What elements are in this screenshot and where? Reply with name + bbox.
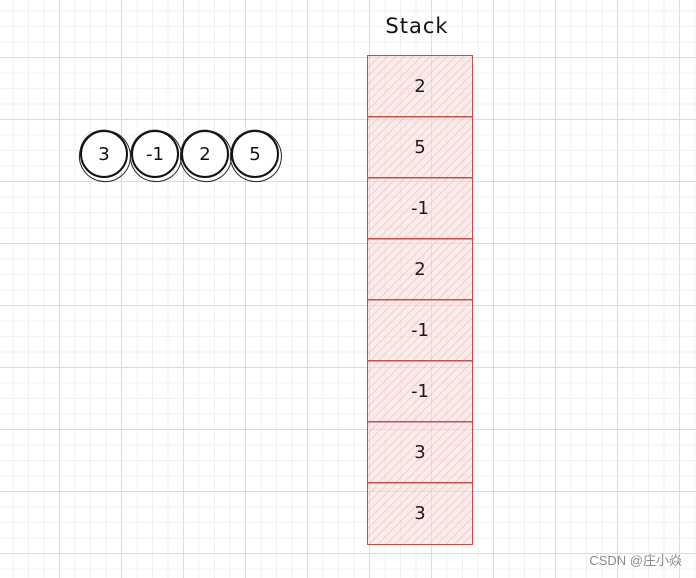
- stack-cell: 3: [367, 482, 473, 545]
- stack-cell: -1: [367, 360, 473, 423]
- stack-cell: 2: [367, 238, 473, 301]
- sequence-item: -1: [131, 130, 179, 178]
- stack-cell: 3: [367, 421, 473, 484]
- stack-title: Stack: [385, 14, 449, 38]
- stack-cell: -1: [367, 299, 473, 362]
- input-sequence: 3 -1 2 5: [80, 130, 290, 182]
- stack-cell: -1: [367, 177, 473, 240]
- stack: 2 5 -1 2 -1 -1 3 3: [367, 55, 473, 545]
- stack-cell: 2: [367, 55, 473, 118]
- sequence-item: 2: [181, 130, 229, 178]
- sequence-item: 3: [80, 130, 128, 178]
- watermark: CSDN @庄小焱: [589, 553, 682, 568]
- sequence-item: 5: [231, 130, 279, 178]
- stack-cell: 5: [367, 116, 473, 179]
